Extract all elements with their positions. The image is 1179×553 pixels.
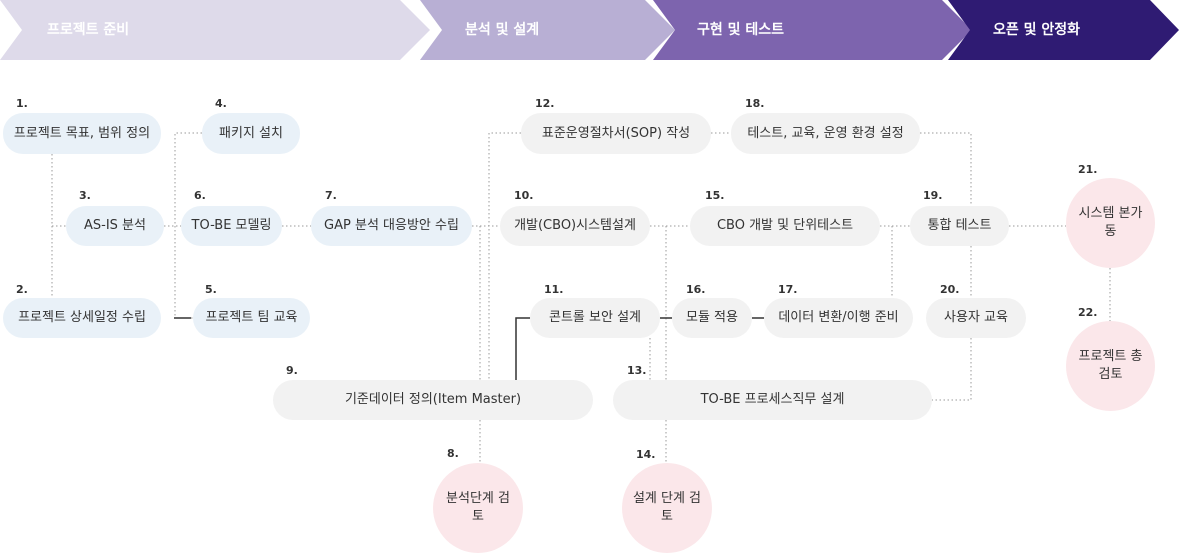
step-18-env-setup: 테스트, 교육, 운영 환경 설정 xyxy=(731,113,920,154)
step-number-7: 7. xyxy=(325,189,337,202)
step-2-schedule: 프로젝트 상세일정 수립 xyxy=(3,298,161,338)
stage-banner xyxy=(0,0,1179,60)
step-1-scope-definition: 프로젝트 목표, 범위 정의 xyxy=(3,113,161,154)
stage-label-2: 분석 및 설계 xyxy=(465,22,540,38)
step-number-1: 1. xyxy=(16,97,28,110)
step-number-19: 19. xyxy=(923,189,943,202)
step-22-project-review: 프로젝트 총 검토 xyxy=(1066,321,1155,411)
step-8-analysis-review: 분석단계 검토 xyxy=(433,463,523,553)
step-19-integration-test: 통합 테스트 xyxy=(910,206,1009,246)
step-number-15: 15. xyxy=(705,189,725,202)
step-number-18: 18. xyxy=(745,97,765,110)
step-number-12: 12. xyxy=(535,97,555,110)
stage-label-1: 프로젝트 준비 xyxy=(47,22,130,38)
connector-20-13 xyxy=(932,338,972,401)
step-10-cbo-system-design: 개발(CBO)시스템설계 xyxy=(500,206,650,246)
step-number-2: 2. xyxy=(16,283,28,296)
stage-label-3: 구현 및 테스트 xyxy=(697,22,785,38)
step-number-4: 4. xyxy=(215,97,227,110)
stage-label-4: 오픈 및 안정화 xyxy=(993,22,1081,38)
connector-9-11 xyxy=(515,317,530,380)
step-number-14: 14. xyxy=(636,448,656,461)
step-14-design-review: 설계 단계 검토 xyxy=(622,463,712,553)
step-number-17: 17. xyxy=(778,283,798,296)
step-number-3: 3. xyxy=(79,189,91,202)
step-7-gap-analysis: GAP 분석 대응방안 수립 xyxy=(311,206,472,246)
step-number-8: 8. xyxy=(447,447,459,460)
stage-arrow-2 xyxy=(420,0,675,60)
step-12-sop: 표준운영절차서(SOP) 작성 xyxy=(521,113,711,154)
step-16-module-apply: 모듈 적용 xyxy=(672,298,752,338)
step-number-20: 20. xyxy=(940,283,960,296)
step-number-16: 16. xyxy=(686,283,706,296)
stage-arrow-1 xyxy=(0,0,430,60)
step-11-control-security: 콘트롤 보안 설계 xyxy=(530,298,660,338)
step-17-data-migration: 데이터 변환/이행 준비 xyxy=(764,298,913,338)
step-number-11: 11. xyxy=(544,283,564,296)
step-number-22: 22. xyxy=(1078,306,1098,319)
step-number-6: 6. xyxy=(194,189,206,202)
step-20-user-training: 사용자 교육 xyxy=(926,298,1026,338)
step-number-13: 13. xyxy=(627,364,647,377)
step-15-cbo-dev-unit-test: CBO 개발 및 단위테스트 xyxy=(690,206,880,246)
step-9-master-data: 기준데이터 정의(Item Master) xyxy=(273,380,593,420)
step-number-9: 9. xyxy=(286,364,298,377)
step-number-10: 10. xyxy=(514,189,534,202)
step-4-package-install: 패키지 설치 xyxy=(202,113,300,154)
stage-arrow-4 xyxy=(948,0,1179,60)
stage-arrow-3 xyxy=(653,0,972,60)
step-number-5: 5. xyxy=(205,283,217,296)
step-6-to-be-modeling: TO-BE 모델링 xyxy=(181,206,282,246)
connector-12 xyxy=(488,132,521,380)
step-13-process-design: TO-BE 프로세스직무 설계 xyxy=(613,380,932,420)
step-5-team-training: 프로젝트 팀 교육 xyxy=(193,298,310,338)
step-number-21: 21. xyxy=(1078,163,1098,176)
step-3-as-is-analysis: AS-IS 분석 xyxy=(66,206,164,246)
step-21-go-live: 시스템 본가동 xyxy=(1066,178,1155,268)
